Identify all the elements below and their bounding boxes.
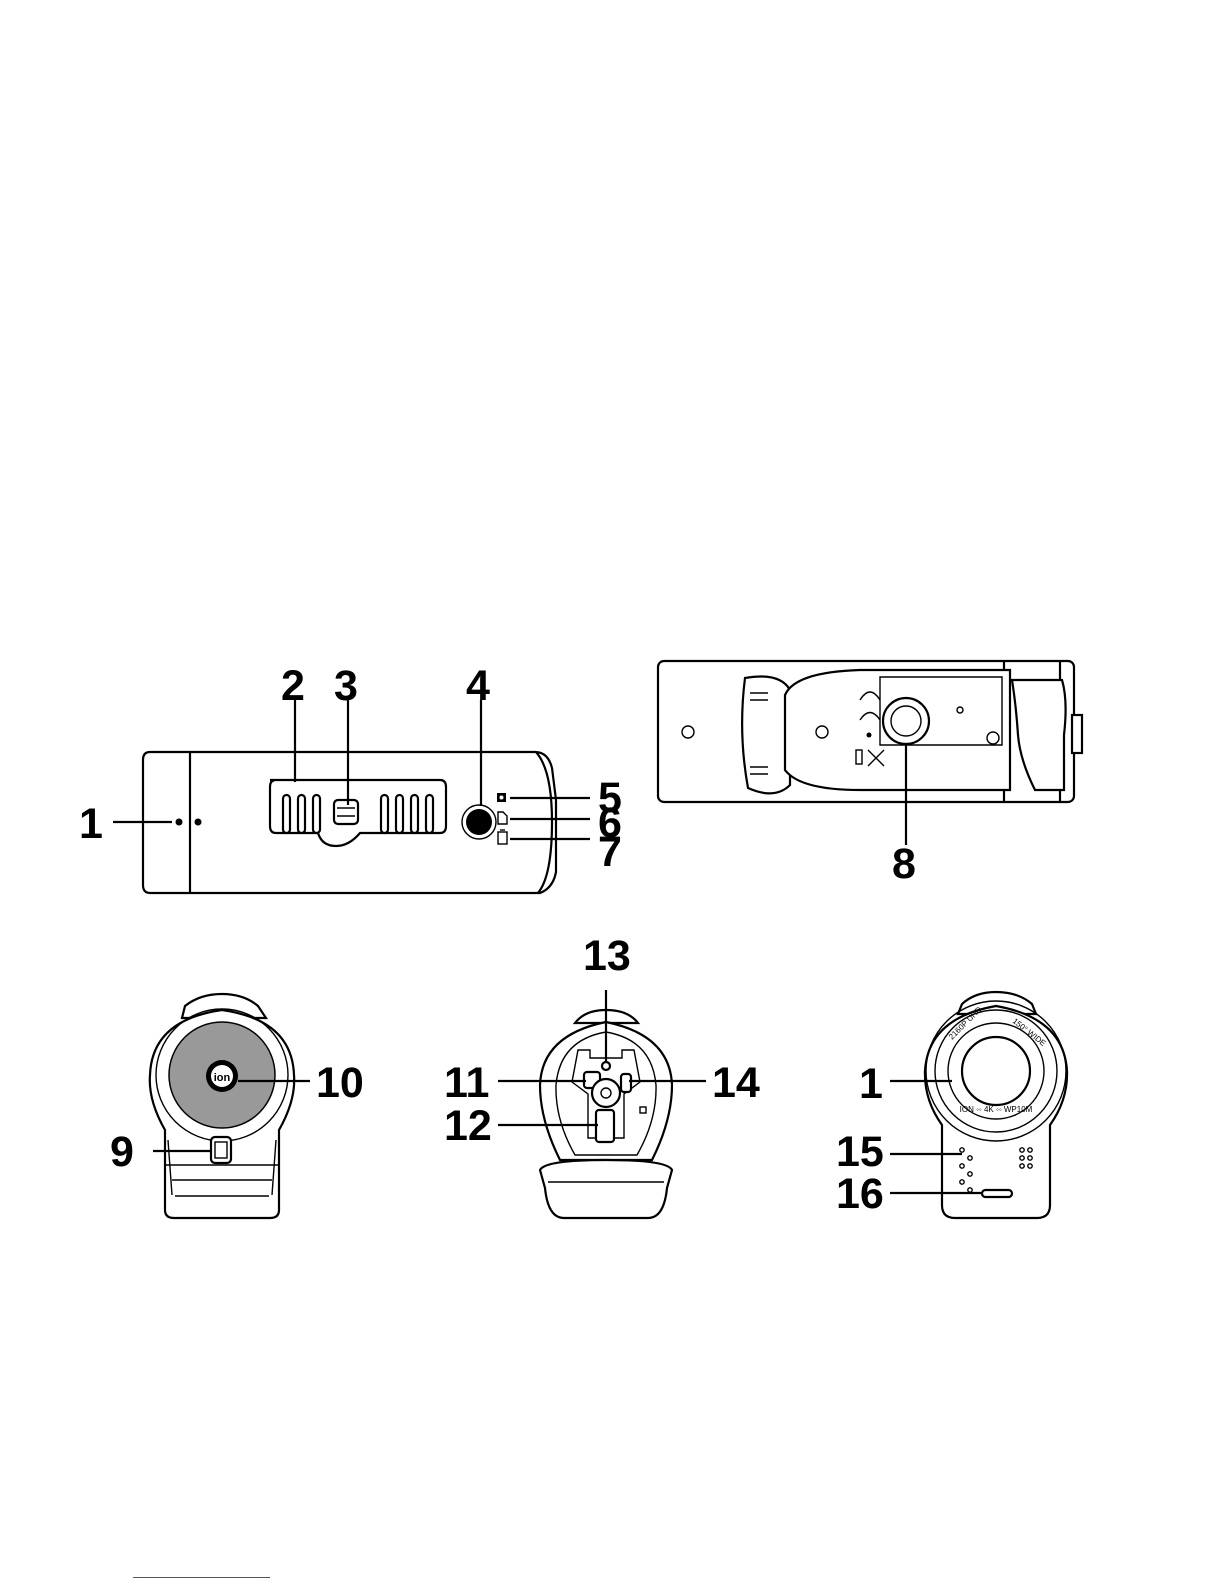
callout-16: 16 — [836, 1170, 884, 1218]
led-strip — [982, 1190, 1012, 1197]
callout-2: 2 — [281, 662, 305, 710]
callout-9: 9 — [110, 1128, 134, 1176]
footer-link-underline — [133, 1577, 270, 1578]
camera-status-icon — [497, 793, 506, 802]
slot-12 — [596, 1110, 614, 1142]
screw-13 — [602, 1062, 610, 1070]
callout-14: 14 — [712, 1059, 760, 1107]
callout-11: 11 — [444, 1059, 489, 1107]
port-14 — [621, 1074, 631, 1092]
callout-13: 13 — [583, 932, 631, 980]
latch-icon — [334, 800, 358, 824]
camera-rear-view: ion — [150, 994, 294, 1218]
callout-15: 15 — [836, 1128, 884, 1176]
callout-4: 4 — [466, 662, 490, 710]
rear-switch — [211, 1137, 231, 1163]
callout-8: 8 — [892, 840, 916, 888]
callout-7: 7 — [598, 828, 622, 876]
callout-12: 12 — [444, 1102, 492, 1150]
lens — [962, 1037, 1030, 1105]
callout-10: 10 — [316, 1059, 364, 1107]
lens-text-bottom: ION ◦◦ 4K ◦◦ WP10M — [960, 1105, 1033, 1114]
ion-logo-text: ion — [214, 1072, 231, 1084]
callout-3: 3 — [334, 662, 358, 710]
side-mic-holes — [176, 819, 183, 826]
callout-1-front: 1 — [859, 1060, 883, 1108]
camera-front-view: 2160P UHD 150° WIDE ION ◦◦ 4K ◦◦ WP10M — [925, 992, 1067, 1218]
round-button — [466, 809, 492, 835]
callout-1: 1 — [79, 800, 103, 848]
camera-side-view — [143, 752, 556, 893]
tripod-mount — [883, 698, 929, 744]
ion-button: ion — [206, 1060, 238, 1092]
camera-bottom-view — [658, 661, 1082, 802]
